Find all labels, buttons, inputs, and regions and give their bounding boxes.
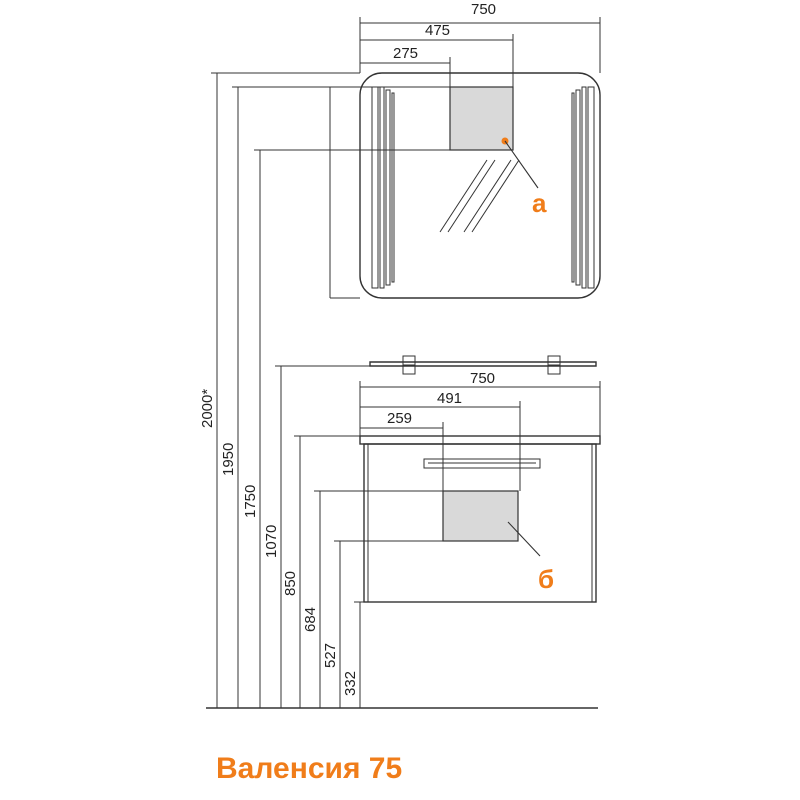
height-1950-dim: 1950: [220, 443, 237, 476]
mirror: а 750 475 275: [359, 1, 601, 299]
mirror-width-dim: 750: [471, 1, 496, 18]
product-title: Валенсия 75: [216, 752, 403, 785]
height-332-dim: 332: [342, 671, 359, 696]
cabinet-width-dim: 750: [470, 370, 495, 387]
mirror-light-strip-right: [571, 86, 595, 289]
height-2000-dim: 2000*: [199, 389, 216, 428]
cabinet-left-dim: 259: [387, 410, 412, 427]
mirror-label: а: [532, 188, 547, 218]
cabinet-label: б: [538, 564, 554, 594]
height-dimensions: 2000* 1950 1750 1070 850 684 527 332: [199, 72, 450, 708]
cabinet-mount-box: [442, 490, 519, 542]
cabinet-mid-dim: 491: [437, 390, 462, 407]
sink-top: [359, 435, 601, 445]
cabinet-body: [363, 443, 597, 603]
vanity-cabinet: б 750 491 259: [359, 370, 601, 603]
cabinet-leader-line: [507, 521, 541, 557]
height-850-dim: 850: [282, 571, 299, 596]
mirror-mount-box: [449, 86, 514, 151]
mirror-outline: [359, 72, 601, 299]
mirror-leader-line: [504, 140, 539, 189]
glass-shelf: [369, 355, 597, 375]
height-1070-dim: 1070: [263, 525, 280, 558]
cabinet-handle: [423, 458, 541, 469]
mirror-mid-dim: 475: [425, 22, 450, 39]
mirror-reflection: [439, 159, 520, 233]
height-1750-dim: 1750: [242, 485, 259, 518]
height-527-dim: 527: [322, 643, 339, 668]
mirror-light-strip-left: [371, 86, 395, 289]
height-684-dim: 684: [302, 607, 319, 632]
mirror-left-dim: 275: [393, 45, 418, 62]
